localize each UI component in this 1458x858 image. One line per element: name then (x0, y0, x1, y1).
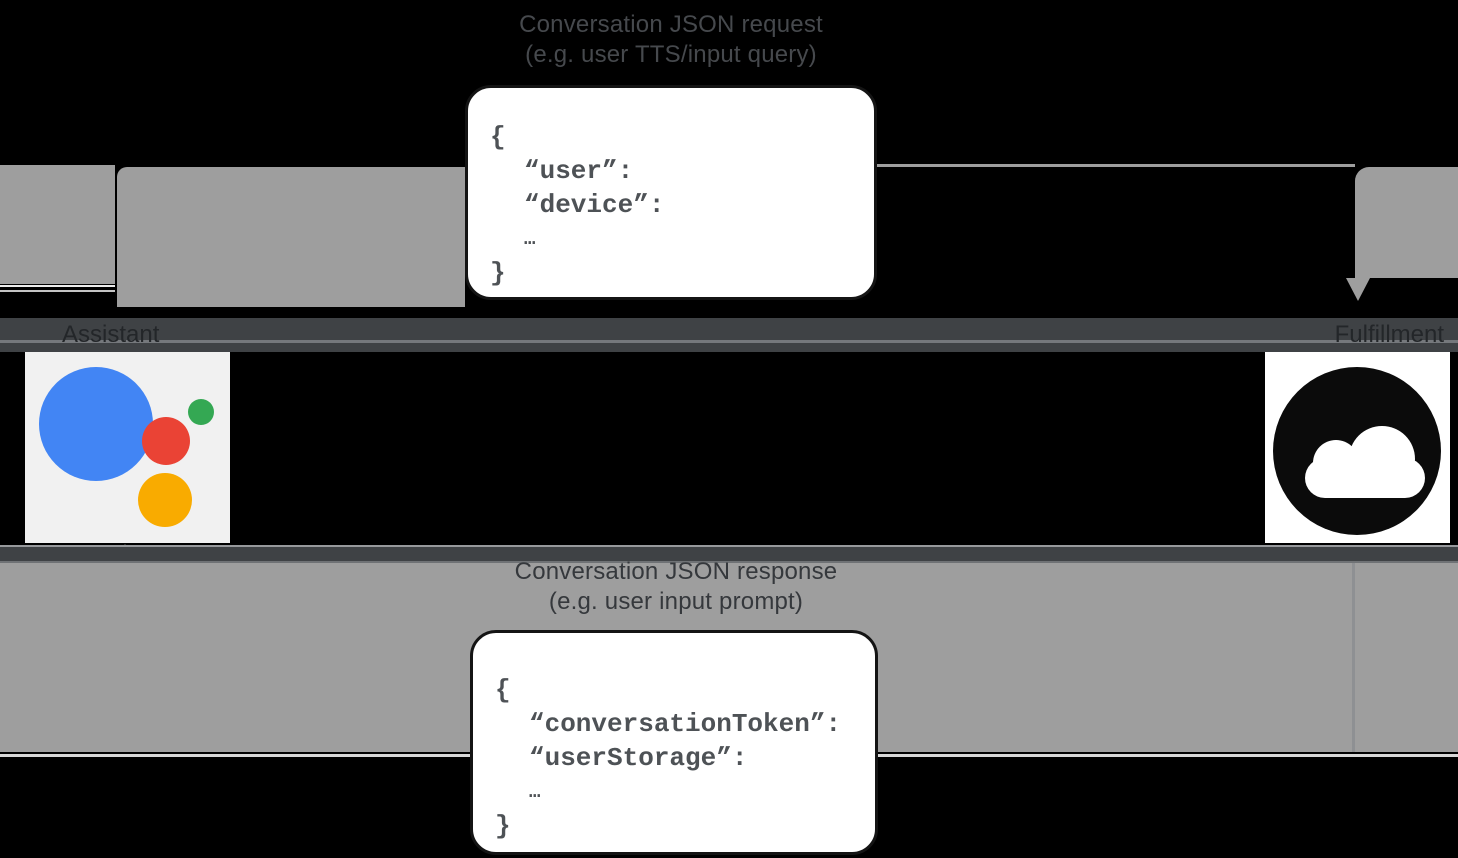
cloud-glyph (1305, 426, 1425, 498)
code-line: … (529, 781, 541, 803)
code-line: { (495, 675, 511, 705)
response-subtitle: (e.g. user input prompt) (548, 588, 804, 615)
request-arrowhead-down-icon (1346, 278, 1370, 301)
code-line: “device”: (524, 190, 665, 220)
code-line: “user”: (524, 156, 634, 186)
request-arrow-elbow-segment (1355, 167, 1458, 278)
request-title: Conversation JSON request (519, 11, 823, 38)
assistant-logo-blue-circle (39, 367, 153, 481)
assistant-label: Assistant (62, 321, 160, 348)
lower-band (0, 545, 1458, 563)
request-arrow-tail-edge-line-2 (0, 290, 115, 292)
code-line: } (490, 258, 506, 288)
request-arrow-body-segment (117, 167, 465, 307)
cloud-icon-circle (1273, 367, 1441, 535)
request-arrow-top-edge-line (877, 164, 1355, 167)
actor-band: Assistant Fulfillment (0, 318, 1458, 352)
response-json-callout: { “conversationToken”: “userStorage”: … … (470, 630, 878, 855)
response-arrow-seam-line (1352, 563, 1355, 752)
assistant-logo-red-circle (142, 417, 190, 465)
assistant-logo-green-dot (188, 399, 214, 425)
request-arrow-label: Conversation JSON request (e.g. user TTS… (415, 10, 927, 70)
code-line: } (495, 811, 511, 841)
response-title: Conversation JSON response (514, 558, 838, 585)
request-arrow-tail-segment (0, 165, 115, 284)
request-arrow-tail-edge-line (0, 285, 115, 287)
band-divider-line (0, 340, 1458, 343)
assistant-logo-yellow-circle (138, 473, 192, 527)
response-arrow-label: Conversation JSON response (e.g. user in… (420, 557, 932, 617)
google-assistant-icon (25, 352, 230, 543)
code-line: … (524, 228, 536, 250)
request-subtitle: (e.g. user TTS/input query) (525, 41, 817, 68)
cloud-puff-base (1305, 458, 1425, 498)
fulfillment-label: Fulfillment (1334, 321, 1444, 348)
cloud-icon (1265, 352, 1450, 543)
request-json-callout: { “user”: “device”: … } (465, 85, 877, 300)
code-line: “conversationToken”: (529, 709, 842, 739)
code-line: “userStorage”: (529, 743, 748, 773)
code-line: { (490, 122, 506, 152)
